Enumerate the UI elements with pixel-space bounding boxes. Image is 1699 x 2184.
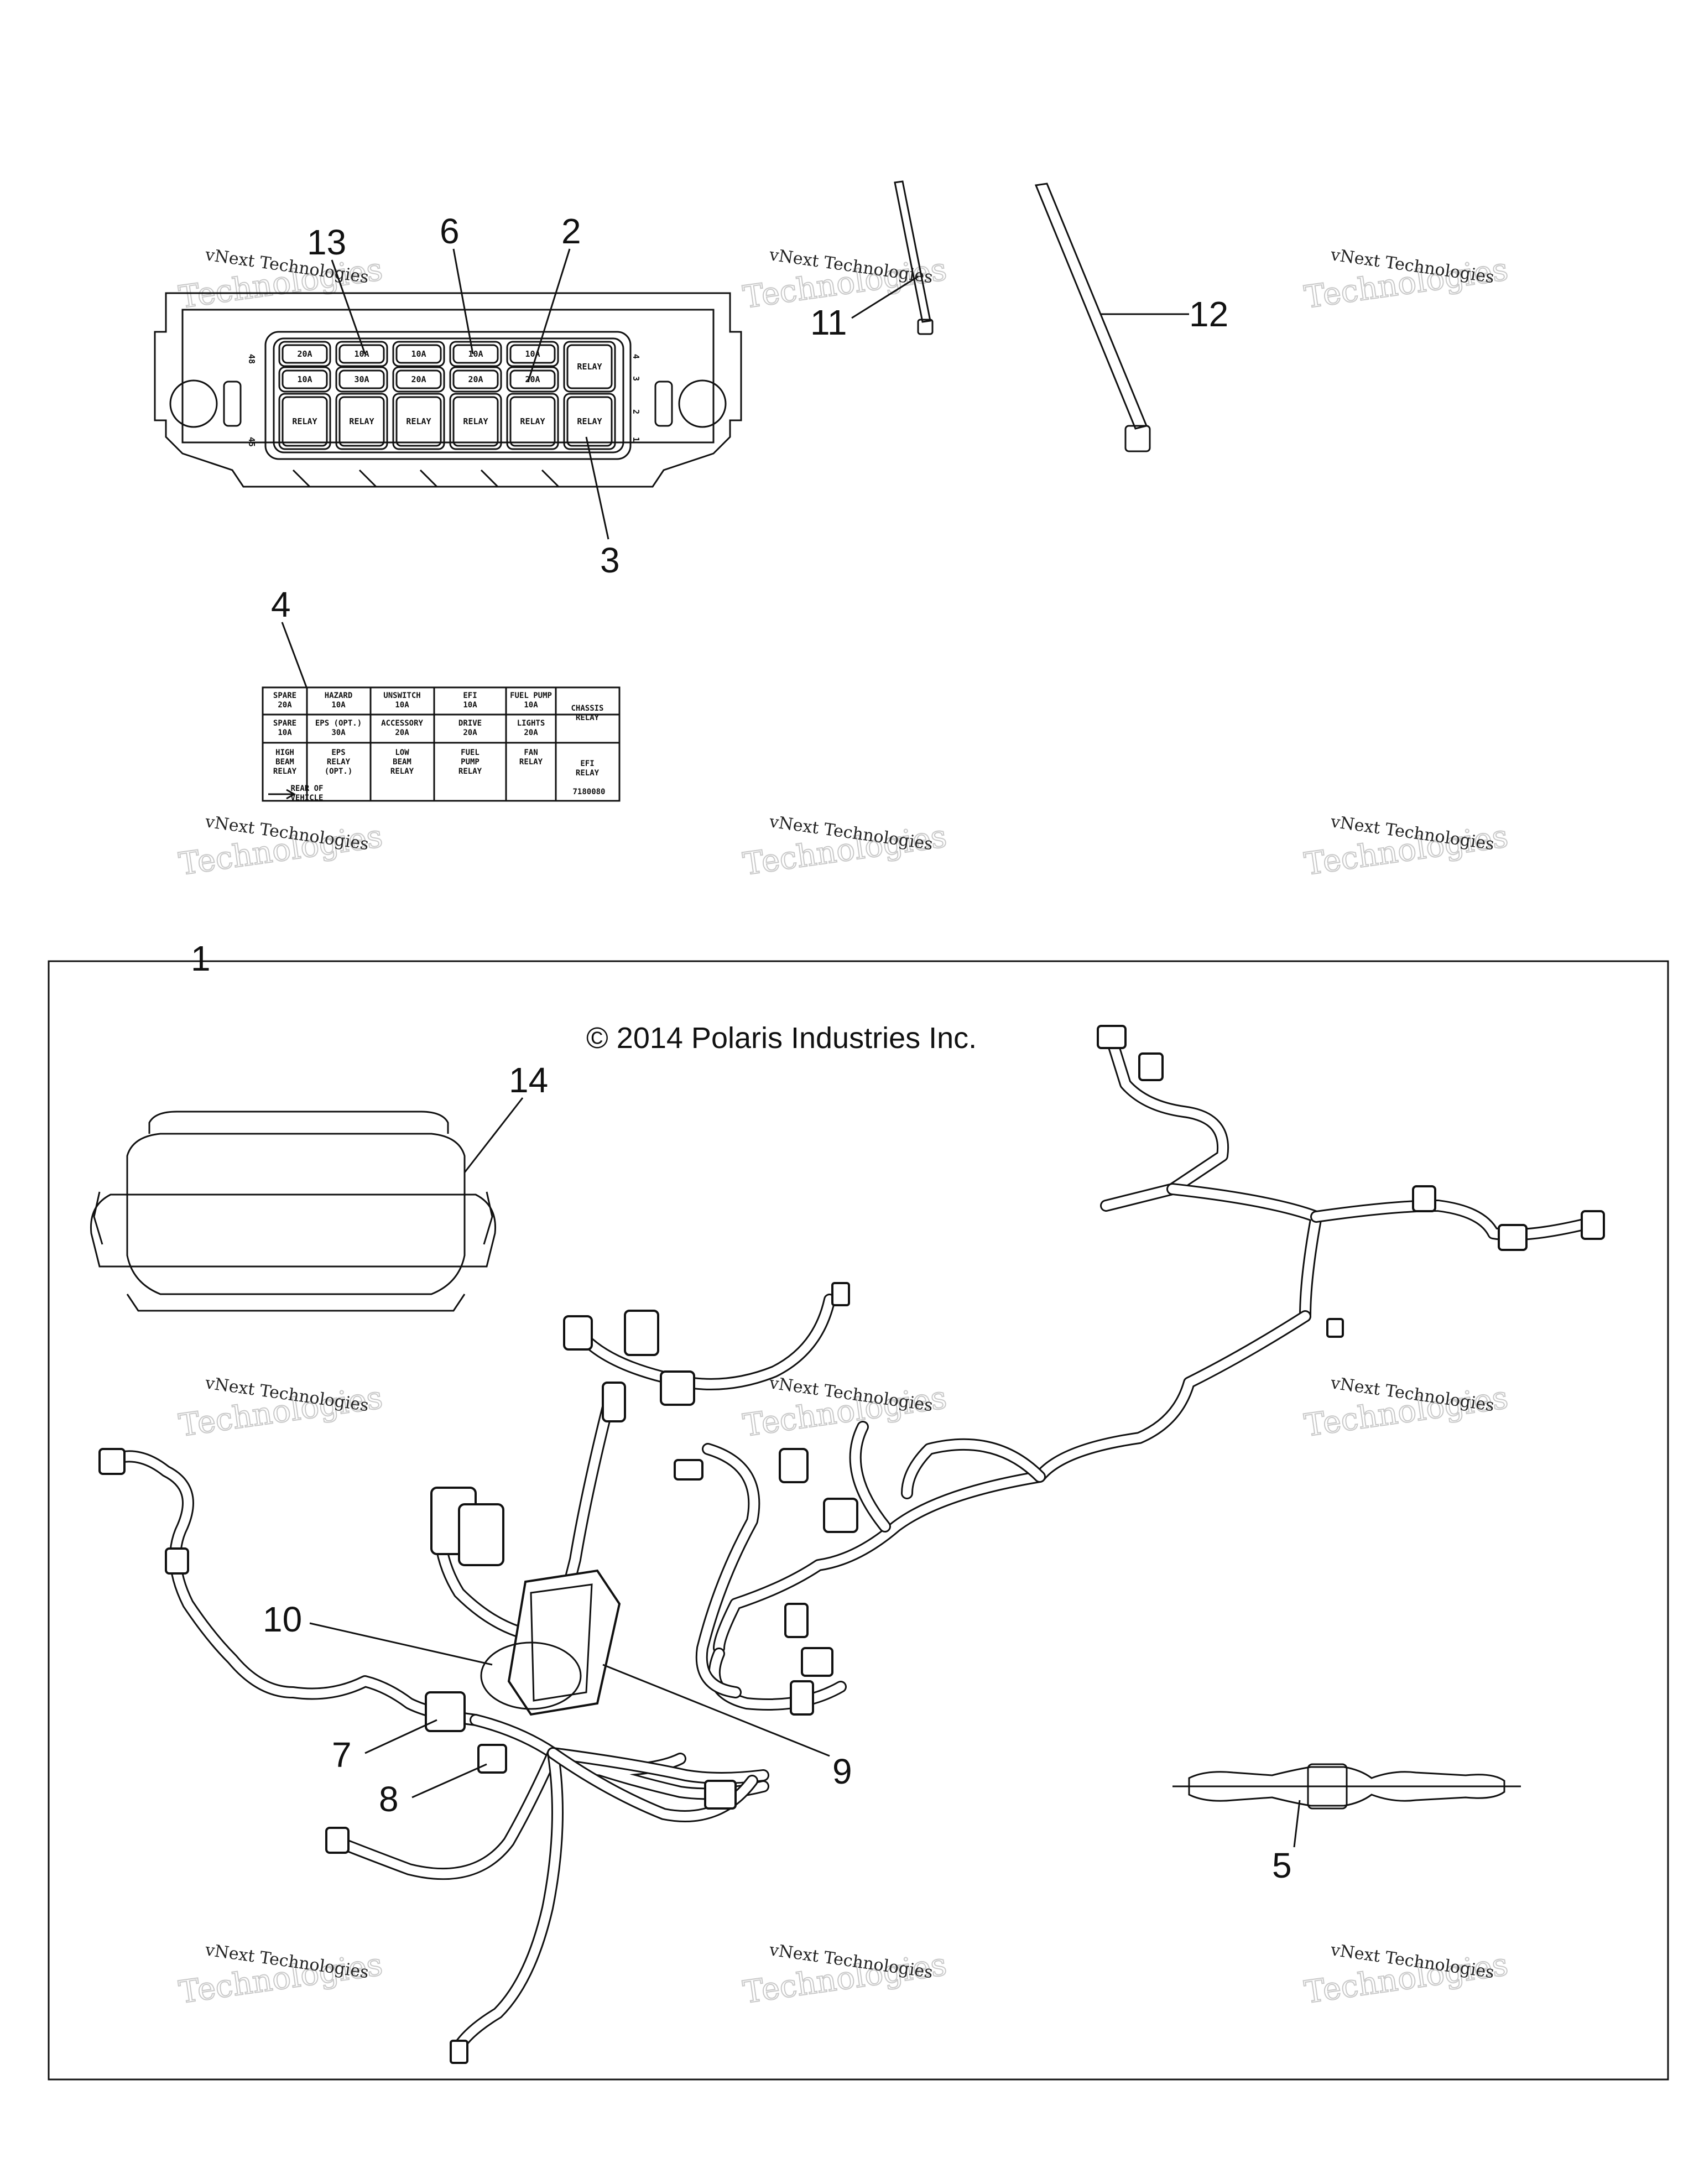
fuse-side-label-left-top: 48: [247, 354, 257, 364]
relay-row3-5-label: RELAY: [577, 416, 602, 426]
ecu-cover: [90, 1111, 497, 1312]
relay-row3-2: RELAY: [392, 393, 445, 450]
fuse-relay-top-right: RELAY: [563, 341, 616, 393]
fuse-side-label-4: 4: [631, 354, 641, 359]
callout-7: 7: [332, 1735, 352, 1775]
relay-row3-0-label: RELAY: [292, 416, 317, 426]
relay-row3-1: RELAY: [335, 393, 388, 450]
label-part-number: 7180080: [572, 788, 605, 796]
callout-11: 11: [810, 303, 847, 342]
leader-5: [1293, 1800, 1301, 1848]
leader-8: [411, 1763, 487, 1799]
cable-tie-small: [894, 180, 934, 335]
callout-8: 8: [379, 1779, 399, 1819]
fuse-row2-3: 20A: [449, 366, 502, 393]
fuse-side-label-3: 3: [631, 376, 641, 381]
label-r2-1: EPS (OPT.)30A: [315, 719, 362, 737]
relay-row3-2-label: RELAY: [406, 416, 431, 426]
fuse-row2-4-label: 20A: [525, 374, 540, 384]
fuse-row1-4: 10A: [506, 341, 559, 367]
fuse-row2-1-label: 30A: [354, 374, 369, 384]
leader-7: [364, 1719, 437, 1754]
fuse-row2-2-label: 20A: [411, 374, 426, 384]
wiring-harness: [105, 1034, 1599, 2052]
fuse-row1-3-label: 10A: [468, 349, 483, 359]
callout-6: 6: [440, 211, 460, 251]
fuse-row2-3-label: 20A: [468, 374, 483, 384]
leader-11: [851, 275, 919, 319]
harness-connectors: [98, 1025, 1605, 2064]
leader-14: [463, 1097, 524, 1173]
relay-row3-3-label: RELAY: [463, 416, 488, 426]
fuse-side-label-left-bottom: 45: [247, 437, 257, 447]
cable-tie-large: [1034, 183, 1151, 452]
relay-row3-4: RELAY: [506, 393, 559, 450]
arrow-icon: [268, 789, 296, 800]
fuse-row1-3: 10A: [449, 341, 502, 367]
harness-kit-frame: [48, 960, 1669, 2081]
callout-3: 3: [600, 540, 620, 580]
leader-2: [527, 248, 571, 382]
fuse-relay-top-right-label: RELAY: [577, 362, 602, 372]
fuse-row1-0-label: 20A: [297, 349, 312, 359]
fuse-row2-1: 30A: [335, 366, 388, 393]
fuse-side-label-2: 2: [631, 409, 641, 414]
relay-row3-1-label: RELAY: [349, 416, 374, 426]
callout-10: 10: [263, 1599, 302, 1639]
fuse-row2-0: 10A: [278, 366, 331, 393]
callout-14: 14: [509, 1060, 548, 1100]
fuse-box-assembly: 20A 10A 10A 10A 10A RELAY 10A 30A 20A 20A 20A RELAY…: [154, 292, 742, 488]
fuse-row2-2: 20A: [392, 366, 445, 393]
fuse-row2-0-label: 10A: [297, 374, 312, 384]
fuse-row1-1-label: 10A: [354, 349, 369, 359]
callout-2: 2: [561, 211, 581, 251]
fuse-side-label-1: 1: [631, 437, 641, 442]
callout-1: 1: [191, 939, 211, 978]
fuse-row2-4: 20A: [506, 366, 559, 393]
leader-4: [281, 622, 308, 689]
fuse-row1-2-label: 10A: [411, 349, 426, 359]
callout-13: 13: [307, 222, 346, 262]
copyright-notice: © 2014 Polaris Industries Inc.: [586, 1021, 977, 1055]
fuse-row1-0: 20A: [278, 341, 331, 367]
leader-10: [309, 1622, 493, 1666]
relay-row3-4-label: RELAY: [520, 416, 545, 426]
callout-5: 5: [1272, 1846, 1292, 1885]
leader-6: [452, 248, 474, 355]
callout-4: 4: [271, 585, 291, 624]
callout-9: 9: [832, 1752, 852, 1791]
callout-12: 12: [1189, 294, 1228, 334]
relay-row3-0: RELAY: [278, 393, 331, 450]
leader-9: [602, 1664, 830, 1757]
leader-13: [331, 259, 366, 355]
inline-fuse-holder: [1172, 1763, 1521, 1810]
relay-row3-3: RELAY: [449, 393, 502, 450]
fuse-row1-2: 10A: [392, 341, 445, 367]
relay-row3-5: RELAY: [563, 393, 616, 450]
leader-3: [585, 436, 609, 540]
